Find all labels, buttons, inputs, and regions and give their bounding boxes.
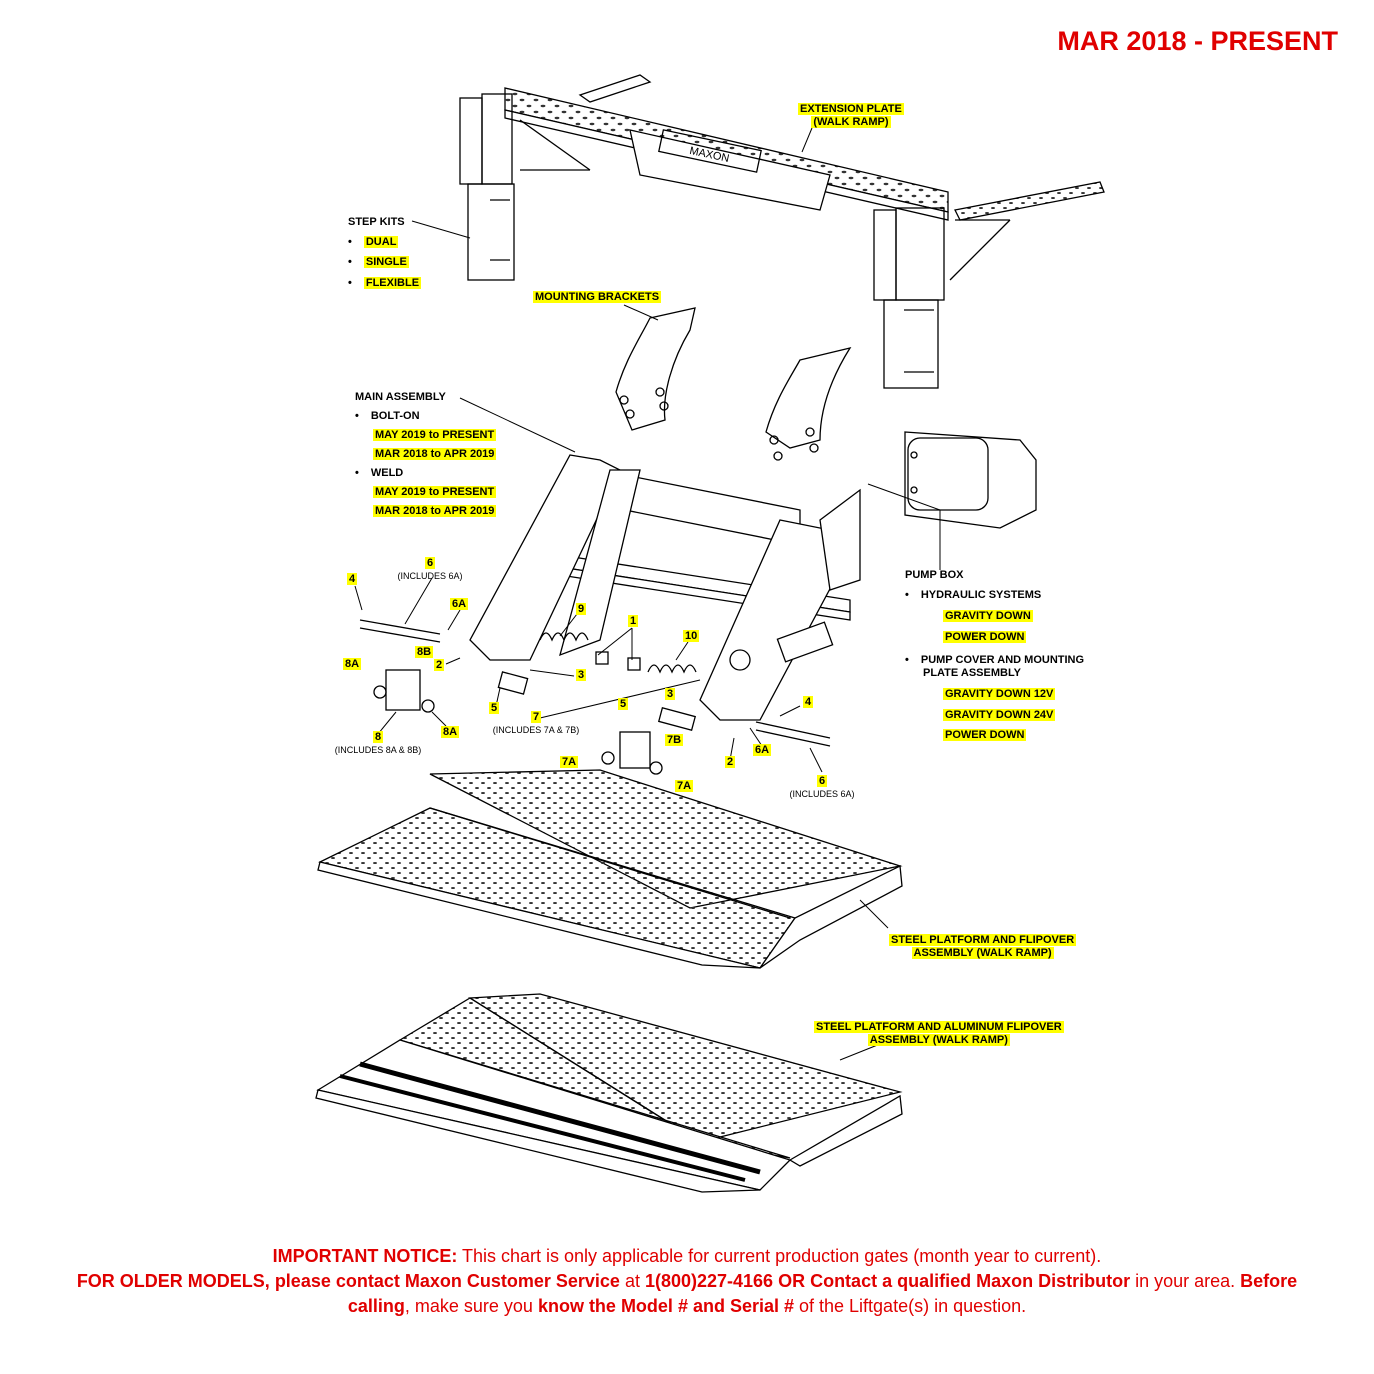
notice-older-label: FOR OLDER MODELS, please contact Maxon C… xyxy=(76,1271,620,1291)
callout-8A-lower: 8A xyxy=(441,726,460,738)
step-kit-left xyxy=(459,93,515,281)
steel-platform-label: STEEL PLATFORM AND FLIPOVER ASSEMBLY (WA… xyxy=(889,934,1077,959)
callout-10: 10 xyxy=(683,630,700,642)
steel-platform-drawing xyxy=(317,769,903,969)
callout-7A-right: 7A xyxy=(675,780,694,792)
extension-plate-label: EXTENSION PLATE (WALK RAMP) xyxy=(798,103,904,128)
extension-plate-drawing: MAXON xyxy=(504,74,1105,281)
callout-7B: 7B xyxy=(665,734,684,746)
aluminum-platform-drawing xyxy=(315,993,903,1193)
loose-parts-drawing xyxy=(359,619,831,775)
callout-6A-right: 6A xyxy=(753,744,772,756)
notice-make-sure: , make sure you xyxy=(404,1296,538,1316)
callout-8A-upper: 8A xyxy=(343,658,362,670)
step-kits-label: STEP KITS DUAL SINGLE FLEXIBLE xyxy=(348,216,422,290)
notice-at: at xyxy=(619,1271,645,1291)
main-assembly-drawing xyxy=(469,454,861,721)
callout-9: 9 xyxy=(576,603,587,615)
callout-5-right: 5 xyxy=(618,698,629,710)
callout-6-left: 6(INCLUDES 6A) xyxy=(397,557,463,581)
callout-3-right: 3 xyxy=(665,688,676,700)
mounting-brackets-drawing xyxy=(615,307,852,461)
notice-in-area: in your area. xyxy=(1130,1271,1241,1291)
mounting-brackets-label: MOUNTING BRACKETS xyxy=(533,291,662,303)
callout-2-right: 2 xyxy=(725,756,736,768)
callout-7A-left: 7A xyxy=(560,756,579,768)
notice-phone: 1(800)227-4166 OR Contact a qualified Ma… xyxy=(644,1271,1131,1291)
callout-7: 7(INCLUDES 7A & 7B) xyxy=(492,711,580,735)
main-assembly-label: MAIN ASSEMBLY BOLT-ON MAY 2019 to PRESEN… xyxy=(355,391,497,518)
important-notice: IMPORTANT NOTICE: This chart is only app… xyxy=(60,1244,1314,1319)
notice-before: Before calling xyxy=(347,1271,1298,1316)
leader-lines xyxy=(354,127,941,1061)
pump-box-label: PUMP BOX HYDRAULIC SYSTEMS GRAVITY DOWN … xyxy=(905,569,1084,742)
page-title: MAR 2018 - PRESENT xyxy=(1057,26,1338,56)
callout-8: 8(INCLUDES 8A & 8B) xyxy=(334,731,422,755)
notice-know: know the Model # and Serial # xyxy=(537,1296,794,1316)
aluminum-platform-label: STEEL PLATFORM AND ALUMINUM FLIPOVER ASS… xyxy=(814,1021,1064,1046)
notice-important-text: This chart is only applicable for curren… xyxy=(457,1246,1102,1266)
callout-1: 1 xyxy=(628,615,639,627)
callout-6-right: 6(INCLUDES 6A) xyxy=(789,775,855,799)
callout-2-left: 2 xyxy=(434,659,445,671)
notice-important-label: IMPORTANT NOTICE: xyxy=(272,1246,458,1266)
callout-4-left: 4 xyxy=(347,573,358,585)
callout-5-left: 5 xyxy=(489,702,500,714)
callout-3-left: 3 xyxy=(576,669,587,681)
callout-4-right: 4 xyxy=(803,696,814,708)
step-kit-right xyxy=(873,207,945,389)
pump-box-drawing xyxy=(904,431,1037,529)
callout-8B: 8B xyxy=(415,646,434,658)
callout-6A-left: 6A xyxy=(450,598,469,610)
notice-of-liftgate: of the Liftgate(s) in question. xyxy=(794,1296,1027,1316)
